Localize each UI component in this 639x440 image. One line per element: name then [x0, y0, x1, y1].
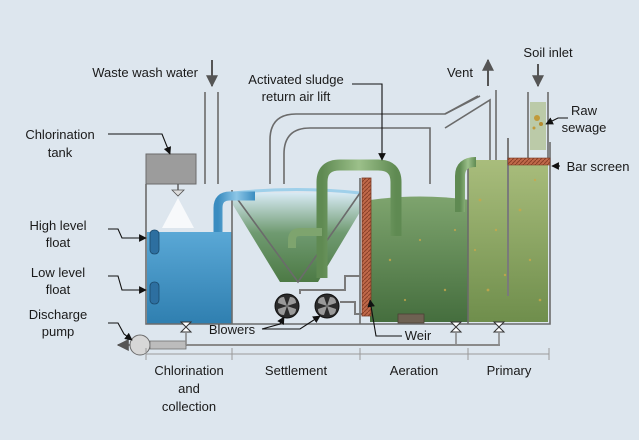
- transfer-pipe: [455, 157, 477, 212]
- tank-walls: [145, 90, 551, 325]
- blower-2: [314, 293, 340, 319]
- label-high-level-float: High level: [29, 218, 86, 233]
- label-raw-sewage: Raw: [571, 103, 598, 118]
- label-chlorination-tank: Chlorination: [25, 127, 94, 142]
- treated-water-pipe: [213, 191, 255, 232]
- stage-chlorination-3: collection: [162, 399, 216, 414]
- label-low-level-float: Low level: [31, 265, 85, 280]
- label-activated-sludge-2: return air lift: [262, 89, 331, 104]
- label-soil-inlet: Soil inlet: [523, 45, 573, 60]
- stage-chlorination-2: and: [178, 381, 200, 396]
- label-chlorination-tank-2: tank: [48, 145, 73, 160]
- label-activated-sludge: Activated sludge: [248, 72, 343, 87]
- sludge-return-air-lift: [316, 159, 402, 278]
- label-discharge-pump-2: pump: [42, 324, 75, 339]
- label-waste-wash-water: Waste wash water: [92, 65, 198, 80]
- valves: [179, 321, 506, 333]
- discharge-pump: [129, 334, 187, 356]
- label-blowers: Blowers: [209, 322, 256, 337]
- weir: [361, 177, 372, 317]
- leader-lines: [108, 83, 568, 341]
- bar-screen: [507, 157, 551, 166]
- label-discharge-pump: Discharge: [29, 307, 88, 322]
- weir-base: [397, 313, 425, 324]
- raw-sewage: [530, 102, 546, 150]
- stage-primary: Primary: [487, 363, 532, 378]
- valve-stems: [185, 332, 500, 345]
- stage-chlorination: Chlorination: [154, 363, 223, 378]
- label-low-level-float-2: float: [46, 282, 71, 297]
- section-scale: [145, 348, 550, 360]
- sludge-branch-pipe: [288, 228, 322, 248]
- sludge-particles: [388, 178, 542, 302]
- label-raw-sewage-2: sewage: [562, 120, 607, 135]
- chlorination-water: [147, 232, 232, 324]
- chlorination-tank: [145, 153, 197, 185]
- chlorine-sprayer: [162, 184, 194, 228]
- label-high-level-float-2: float: [46, 235, 71, 250]
- aeration-liquid: [370, 196, 470, 322]
- low-level-float: [149, 281, 160, 305]
- label-weir: Weir: [405, 328, 432, 343]
- high-level-float: [149, 229, 160, 255]
- label-bar-screen: Bar screen: [567, 159, 630, 174]
- stage-settlement: Settlement: [265, 363, 328, 378]
- blower-1: [274, 293, 300, 319]
- label-vent: Vent: [447, 65, 473, 80]
- stage-aeration: Aeration: [390, 363, 438, 378]
